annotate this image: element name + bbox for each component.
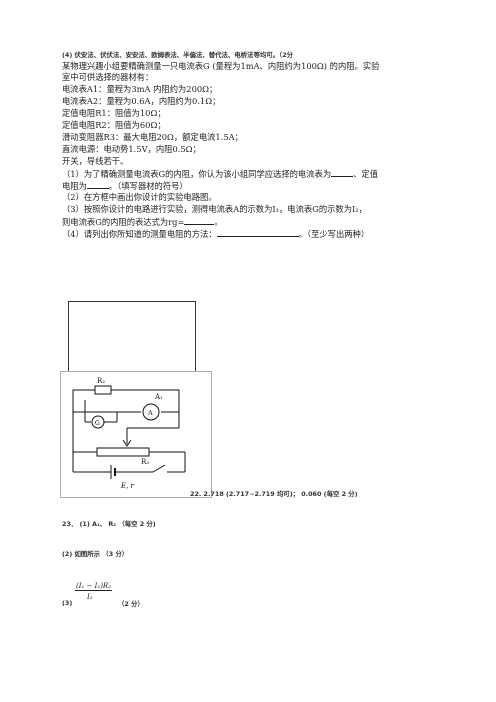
question-3-text-c: 。	[214, 217, 223, 227]
answer-blank-methods[interactable]	[216, 228, 299, 237]
problem-intro-2: 室中可供选择的器材有：	[62, 72, 154, 82]
question-1-text-d: 。（填写器材的符号）	[108, 181, 188, 191]
question-1-text-b: 、定值	[353, 169, 379, 179]
formula-denominator: I₂	[87, 593, 93, 601]
answer-23-part-3-label: (3)	[62, 599, 73, 607]
formula-numerator: (I₁ − I₂)R₂	[75, 582, 112, 591]
question-3-line-1: （3）按照你设计的电路进行实验，测得电流表A的示数为I₁，电流表G的示数为I₂，	[62, 204, 367, 214]
question-4: （4）请列出你所知道的测量电阻的方法： 。（至少写出两种）	[62, 228, 369, 240]
equipment-item-switch: 开关，导线若干。	[62, 156, 129, 166]
question-3-line-2: 则电流表G的内阻的表达式为rg= 。	[62, 216, 223, 228]
answer-23-part-2: (2) 如图所示 （3 分）	[62, 550, 129, 558]
resistor-r2	[94, 385, 112, 395]
answer-header: (4) 伏安法、伏伏法、安安法、欧姆表法、半偏法、替代法、电桥法等均可。（2分	[62, 51, 294, 59]
label-r2: R₂	[97, 377, 105, 385]
answer-22: 22. 2.718 (2.717~2.719 均可)； 0.060 (每空 2 …	[190, 490, 358, 498]
answer-23-part-3: (3) (I₁ − I₂)R₂ I₂ （2 分）	[62, 582, 182, 612]
equipment-item-r2: 定值电阻R2：阻值为60Ω；	[62, 120, 166, 130]
question-4-text-a: （4）请列出你所知道的测量电阻的方法：	[62, 229, 217, 239]
rheostat-r3	[96, 447, 150, 457]
question-1-text-c: 电阻为	[62, 181, 87, 191]
question-1-text-a: （1）为了精确测量电流表G的内阻，你认为该小组同学应选择的电流表为	[62, 169, 332, 179]
answer-blank-expression[interactable]	[184, 216, 215, 225]
circuit-diagram: R₂ A₁ A G R₃ E, r	[60, 371, 212, 498]
answer-blank-resistor[interactable]	[86, 180, 109, 189]
question-4-text-b: 。（至少写出两种）	[298, 229, 370, 239]
question-1-line-2: 电阻为 。（填写器材的符号）	[62, 180, 188, 192]
problem-intro-1: 某物理兴趣小组要精确测量一只电流表G (量程为1mA、内阻约为100Ω) 的内阻…	[62, 61, 380, 71]
ammeter-a1-icon	[142, 403, 160, 421]
question-2: （2）在方框中画出你设计的实验电路图。	[62, 192, 217, 202]
label-ammeter: A	[147, 409, 153, 417]
equipment-item-a2: 电流表A2：量程为0.6A，内阻约为0.1Ω；	[62, 96, 221, 106]
label-source: E, r	[120, 482, 135, 490]
label-r3: R₃	[141, 458, 149, 466]
answer-blank-ammeter[interactable]	[331, 168, 354, 177]
equipment-item-r1: 定值电阻R1：阻值为10Ω；	[62, 108, 166, 118]
circuit-svg: R₂ A₁ A G R₃ E, r	[72, 377, 186, 490]
answer-23-part-1: 23． (1) A₁、 R₂ （每空 2 分)	[62, 520, 156, 528]
equipment-item-a1: 电流表A1：量程为3mA 内阻约为200Ω；	[62, 84, 218, 94]
equipment-item-source: 直流电源：电动势1.5V，内阻0.5Ω；	[62, 144, 201, 154]
label-a1: A₁	[154, 393, 163, 401]
label-galvanometer: G	[95, 420, 100, 427]
equipment-item-r3: 滑动变阻器R3：最大电阻20Ω，额定电流1.5A；	[62, 132, 243, 142]
switch-icon	[152, 464, 166, 473]
answer-23-part-3-score: （2 分）	[118, 600, 144, 608]
question-3-text-b: 则电流表G的内阻的表达式为rg=	[62, 217, 185, 227]
question-1-line-1: （1）为了精确测量电流表G的内阻，你认为该小组同学应选择的电流表为 、定值	[62, 168, 378, 180]
